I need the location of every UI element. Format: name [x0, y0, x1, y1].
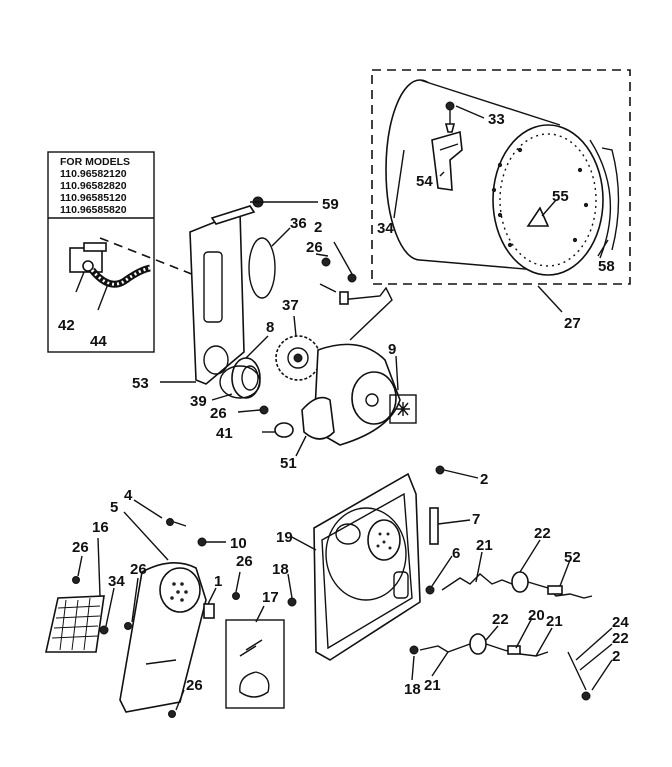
callout-7: 7 [472, 511, 480, 528]
callout-33-left: 26 [72, 539, 89, 556]
callout-34: 34 [108, 573, 125, 590]
callout-33-top: 26 [306, 239, 323, 256]
callout-2-top: 2 [314, 219, 322, 236]
callout-8: 8 [266, 319, 274, 336]
callout-51: 52 [564, 549, 581, 566]
callout-20-mid: 21 [546, 613, 563, 630]
callout-26: 33 [488, 111, 505, 128]
models-box: FOR MODELS 110.96582120 110.96582820 110… [47, 151, 155, 353]
callout-2-low: 2 [612, 648, 620, 665]
model-number-3: 110.96585120 [60, 192, 127, 204]
callout-20-low: 21 [424, 677, 441, 694]
callout-33-bottom: 26 [186, 677, 203, 694]
callout-14: 16 [92, 519, 109, 536]
callout-39: 39 [190, 393, 207, 410]
callout-24: 24 [612, 614, 629, 631]
model-number-1: 110.96582120 [60, 168, 127, 180]
callout-5: 5 [110, 499, 118, 516]
callout-20-top: 21 [476, 537, 493, 554]
callout-52: 54 [416, 173, 433, 190]
callout-41: 44 [90, 333, 107, 350]
callout-10: 10 [230, 535, 247, 552]
callout-37: 37 [282, 297, 299, 314]
callout-17: 19 [276, 529, 293, 546]
callout-33-right: 26 [236, 553, 253, 570]
callout-33-screen: 26 [130, 561, 147, 578]
callout-15: 17 [262, 589, 279, 606]
model-number-2: 110.96582820 [60, 180, 127, 192]
bracket-part-40 [69, 242, 107, 273]
drum-assembly [371, 69, 631, 313]
callout-16: 18 [272, 561, 289, 578]
callout-27: 34 [377, 220, 394, 237]
callout-55: 53 [132, 375, 149, 392]
callout-19: 20 [528, 607, 545, 624]
callout-4: 4 [124, 487, 133, 504]
callout-21-top: 22 [534, 525, 551, 542]
callout-36: 36 [290, 215, 307, 232]
rear-panel-assembly [287, 465, 613, 701]
lint-screen-assembly [45, 499, 285, 718]
callout-33-mid: 26 [210, 405, 227, 422]
callout-54: 58 [598, 258, 615, 275]
callout-2-right: 2 [480, 471, 488, 488]
callout-40: 42 [58, 317, 75, 334]
models-heading: FOR MODELS [60, 156, 130, 168]
callout-58: 59 [322, 196, 339, 213]
hose-part-41 [89, 264, 151, 288]
callout-42: 41 [216, 425, 233, 442]
callout-25: 27 [564, 315, 581, 332]
callout-6: 6 [452, 545, 460, 562]
callout-53: 55 [552, 188, 569, 205]
callout-21-low: 22 [492, 611, 509, 628]
model-number-4: 110.96585820 [60, 204, 127, 216]
callout-9: 9 [388, 341, 396, 358]
callout-44: 51 [280, 455, 297, 472]
callout-22: 22 [612, 630, 629, 647]
callout-18: 18 [404, 681, 421, 698]
front-panel-assembly [160, 196, 417, 457]
callout-1: 1 [214, 573, 222, 590]
